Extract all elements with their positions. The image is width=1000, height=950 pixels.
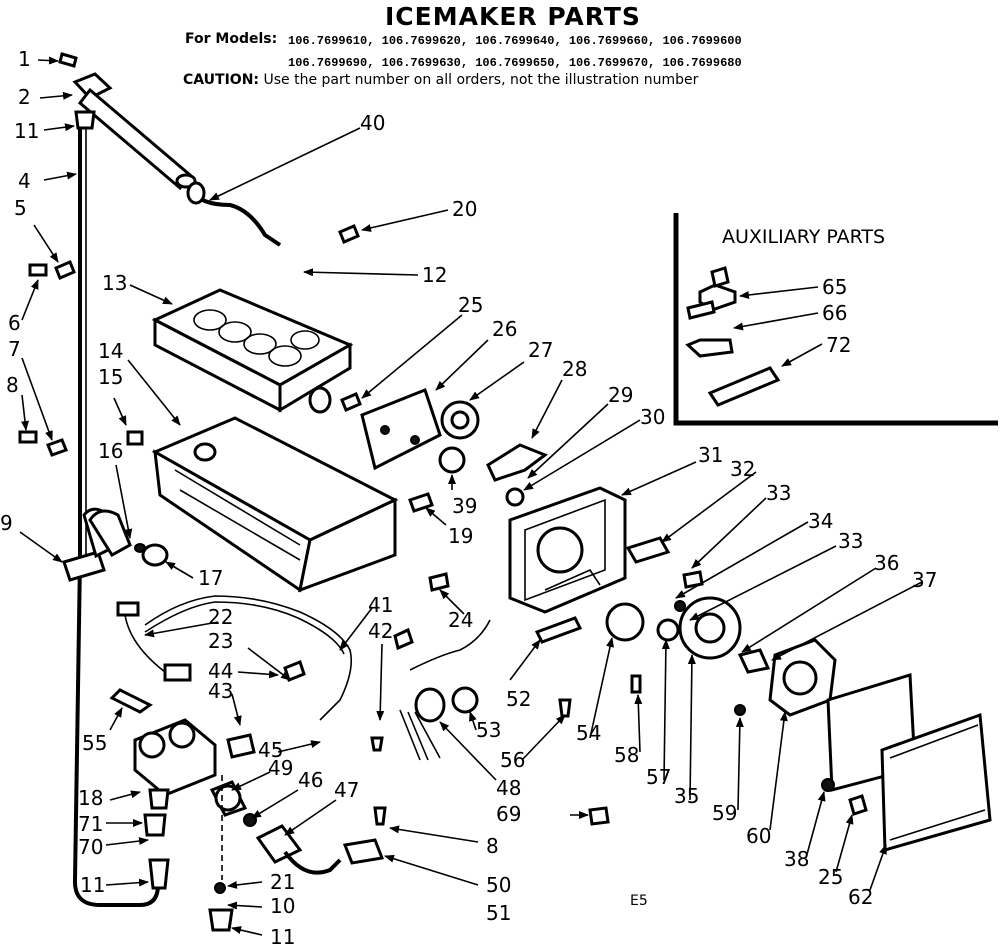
timing-cam-and-switches — [605, 536, 837, 717]
callout-29: 29 — [608, 383, 633, 407]
callout-28: 28 — [562, 357, 587, 381]
caution-text: Use the part number on all orders, not t… — [263, 72, 699, 88]
callout-70: 70 — [78, 835, 103, 859]
callout-47: 47 — [334, 778, 359, 802]
callout-50: 50 — [486, 873, 511, 897]
callout-25: 25 — [458, 293, 483, 317]
screws-and-fasteners — [18, 224, 868, 826]
callout-71: 71 — [78, 812, 103, 836]
callout-13: 13 — [102, 271, 127, 295]
models-line-1: 106.7699610, 106.7699620, 106.7699640, 1… — [288, 34, 742, 48]
auxiliary-box-border — [673, 213, 998, 426]
water-tube — [186, 181, 282, 247]
callout-36: 36 — [874, 551, 899, 575]
callout-12: 12 — [422, 263, 447, 287]
auxiliary-parts-drawings — [685, 266, 781, 407]
callout-26: 26 — [492, 317, 517, 341]
callout-10: 10 — [270, 894, 295, 918]
callout-66: 66 — [822, 301, 847, 325]
caution-label: CAUTION: — [183, 72, 260, 88]
fill-tube-assembly — [58, 52, 197, 907]
callout-25b: 25 — [818, 865, 843, 889]
callout-51: 51 — [486, 901, 511, 925]
fill-cup — [88, 509, 169, 567]
callout-33: 33 — [766, 481, 791, 505]
callout-58: 58 — [614, 743, 639, 767]
callout-19: 19 — [448, 524, 473, 548]
callout-24: 24 — [448, 608, 473, 632]
callout-54: 54 — [576, 721, 601, 745]
callout-48: 48 — [496, 776, 521, 800]
callout-6: 6 — [8, 311, 21, 335]
support-housing — [508, 486, 627, 614]
callout-7: 7 — [8, 337, 21, 361]
models-label: For Models: — [185, 31, 278, 47]
callout-59: 59 — [712, 801, 737, 825]
callout-15: 15 — [98, 365, 123, 389]
page-title: ICEMAKER PARTS — [385, 2, 641, 31]
mold-heater-housing — [151, 416, 399, 593]
callout-labels: 1 2 11 4 5 6 7 8 9 40 20 12 13 14 15 16 … — [0, 47, 937, 949]
callout-14: 14 — [98, 339, 123, 363]
callout-55: 55 — [82, 731, 107, 755]
gears — [438, 400, 549, 507]
callout-45: 45 — [258, 738, 283, 762]
callout-44: 44 — [208, 659, 233, 683]
callout-42: 42 — [368, 619, 393, 643]
models-line-2: 106.7699690, 106.7699630, 106.7699650, 1… — [288, 56, 742, 70]
callout-8b: 8 — [486, 834, 499, 858]
shield-and-cover — [826, 673, 992, 852]
auxiliary-parts-title: AUXILIARY PARTS — [722, 226, 886, 248]
callout-9: 9 — [0, 511, 13, 535]
caution-note: CAUTION: Use the part number on all orde… — [183, 72, 698, 88]
callout-31: 31 — [698, 443, 723, 467]
ice-mold — [151, 288, 354, 414]
callout-11c: 11 — [270, 925, 295, 949]
wiring-harness — [109, 595, 491, 761]
callout-62: 62 — [848, 885, 873, 909]
callout-46: 46 — [298, 768, 323, 792]
callout-18: 18 — [78, 786, 103, 810]
callout-57: 57 — [646, 765, 671, 789]
callout-1: 1 — [18, 47, 31, 71]
callout-17: 17 — [198, 566, 223, 590]
water-valve — [133, 718, 385, 932]
callout-11b: 11 — [80, 873, 105, 897]
callout-60: 60 — [746, 824, 771, 848]
callout-39: 39 — [452, 494, 477, 518]
callout-16: 16 — [98, 439, 123, 463]
callout-69: 69 — [496, 802, 521, 826]
callout-21: 21 — [270, 870, 295, 894]
callout-5: 5 — [14, 196, 27, 220]
callout-40: 40 — [360, 111, 385, 135]
mounting-plate — [360, 388, 442, 471]
callout-49: 49 — [268, 756, 293, 780]
callout-2: 2 — [18, 85, 31, 109]
callout-8: 8 — [6, 373, 19, 397]
callout-30: 30 — [640, 405, 665, 429]
leader-lines — [19, 56, 923, 936]
footer-code: E5 — [630, 893, 648, 909]
callout-11: 11 — [14, 119, 39, 143]
callout-32: 32 — [730, 457, 755, 481]
callout-23: 23 — [208, 629, 233, 653]
callout-20: 20 — [452, 197, 477, 221]
callout-22: 22 — [208, 605, 233, 629]
callout-4: 4 — [18, 169, 31, 193]
callout-35: 35 — [674, 784, 699, 808]
callout-56: 56 — [500, 748, 525, 772]
callout-33b: 33 — [838, 529, 863, 553]
callout-53: 53 — [476, 718, 501, 742]
callout-43: 43 — [208, 679, 233, 703]
callout-41: 41 — [368, 593, 393, 617]
callout-72: 72 — [826, 333, 851, 357]
callout-27: 27 — [528, 338, 553, 362]
callout-34: 34 — [808, 509, 833, 533]
callout-38: 38 — [784, 847, 809, 871]
callout-52: 52 — [506, 687, 531, 711]
callout-37: 37 — [912, 568, 937, 592]
callout-65: 65 — [822, 275, 847, 299]
